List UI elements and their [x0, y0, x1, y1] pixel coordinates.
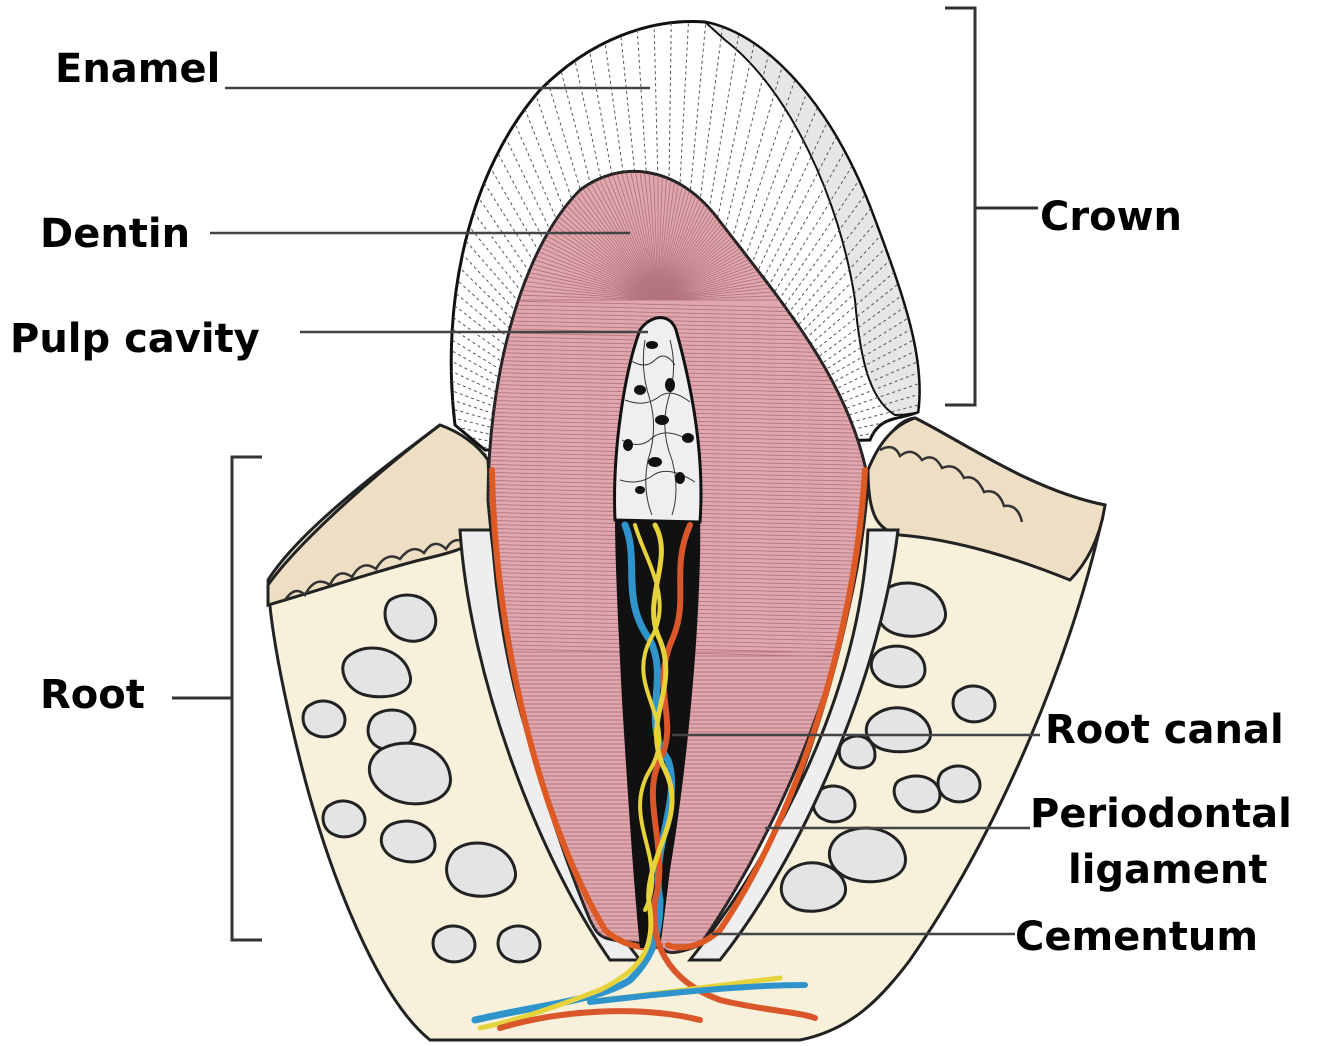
label-periodontal-ligament-line2: ligament [1068, 847, 1267, 893]
label-crown: Crown [1040, 194, 1182, 240]
label-dentin: Dentin [40, 211, 190, 257]
root-bracket [172, 457, 262, 940]
label-pulp-cavity: Pulp cavity [10, 316, 260, 362]
label-periodontal-ligament-line1: Periodontal [1030, 791, 1292, 837]
label-root: Root [40, 672, 145, 718]
crown-bracket [945, 8, 1038, 405]
label-root-canal: Root canal [1045, 707, 1284, 753]
label-cementum: Cementum [1015, 914, 1258, 960]
label-enamel: Enamel [55, 46, 220, 92]
